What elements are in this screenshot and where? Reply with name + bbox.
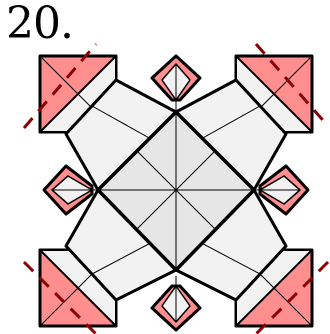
pink-flap-bottom: [152, 276, 200, 330]
